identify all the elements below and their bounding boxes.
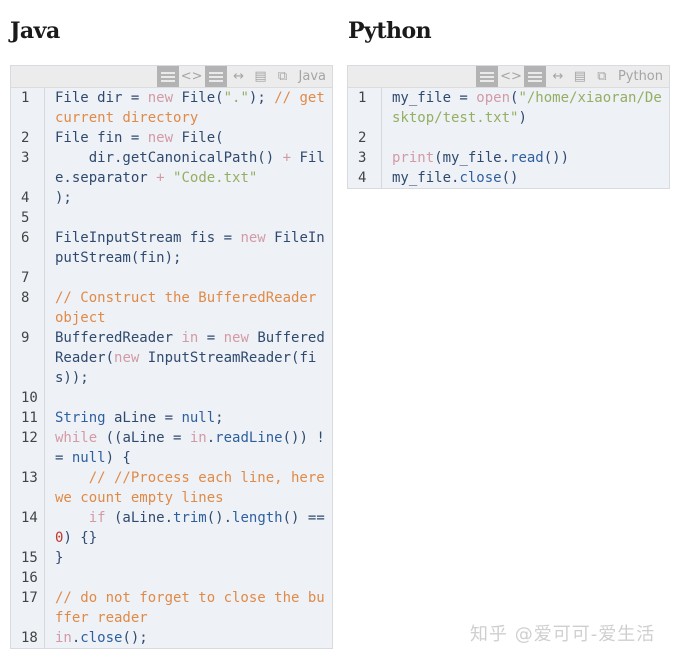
- code-line: 11 String aLine = null;: [11, 408, 332, 428]
- line-source: my_file.close(): [392, 170, 519, 186]
- code-line: 2 File fin = new File(: [11, 128, 332, 148]
- line-source: ​: [45, 208, 55, 228]
- line-source: ​: [45, 388, 55, 408]
- code-icon[interactable]: <>: [180, 69, 203, 84]
- line-source: // Construct the BufferedReader object: [55, 290, 325, 326]
- watermark: 知乎 @爱可可-爱生活: [470, 624, 656, 645]
- copy-icon[interactable]: ▤: [573, 69, 587, 84]
- line-source: dir.getCanonicalPath() + File.separator …: [55, 150, 325, 186]
- line-number: 14: [11, 508, 45, 548]
- popout-icon[interactable]: ⧉: [277, 69, 288, 84]
- code-icon[interactable]: <>: [500, 69, 522, 84]
- line-number: 3: [11, 148, 45, 188]
- copy-icon[interactable]: ▤: [254, 69, 267, 84]
- code-line: 13 // //Process each line, here we count…: [11, 468, 332, 508]
- line-number: 4: [348, 168, 382, 188]
- code-line: 8 // Construct the BufferedReader object: [11, 288, 332, 328]
- code-line: 1 my_file = open("/home/xiaoran/Desktop/t…: [348, 88, 669, 128]
- line-source: my_file = open("/home/xiaoran/Desktop/te…: [392, 90, 662, 126]
- java-heading: Java: [10, 18, 60, 44]
- line-number: 15: [11, 548, 45, 568]
- line-number: 7: [11, 268, 45, 288]
- language-label: Java: [298, 69, 326, 84]
- line-source: File fin = new File(: [55, 130, 224, 146]
- line-source: BufferedReader in = new BufferedReader(n…: [55, 330, 325, 386]
- python-toolbar: <> ↔ ▤ ⧉ Python: [348, 66, 669, 88]
- java-code: 1 File dir = new File("."); // get curren…: [11, 88, 332, 648]
- code-line: 7​: [11, 268, 332, 288]
- code-line: 6 FileInputStream fis = new FileInputStre…: [11, 228, 332, 268]
- line-number: 6: [11, 228, 45, 268]
- line-source: in.close();: [55, 630, 148, 646]
- code-line: 4);: [11, 188, 332, 208]
- line-number: 2: [11, 128, 45, 148]
- popout-icon[interactable]: ⧉: [597, 69, 607, 84]
- python-heading: Python: [348, 18, 432, 44]
- line-number: 1: [348, 88, 382, 128]
- line-source: print(my_file.read()): [392, 150, 570, 166]
- code-line: 18 in.close();: [11, 628, 332, 648]
- code-line: 10​: [11, 388, 332, 408]
- wrap-icon[interactable]: [204, 66, 227, 87]
- java-toolbar: <> ↔ ▤ ⧉ Java: [11, 66, 332, 88]
- code-line: 5​: [11, 208, 332, 228]
- wrap-icon[interactable]: [523, 66, 546, 87]
- language-label: Python: [617, 69, 663, 84]
- line-number: 10: [11, 388, 45, 408]
- line-number: 4: [11, 188, 45, 208]
- line-number: 5: [11, 208, 45, 228]
- line-number: 2: [348, 128, 382, 148]
- line-number: 8: [11, 288, 45, 328]
- code-line: 2​: [348, 128, 669, 148]
- line-source: ​: [45, 268, 55, 288]
- code-line: 1 File dir = new File("."); // get curren…: [11, 88, 332, 128]
- line-source: while ((aLine = in.readLine()) != null) …: [55, 430, 325, 466]
- line-number: 18: [11, 628, 45, 648]
- java-code-block: <> ↔ ▤ ⧉ Java 1 File dir = new File(".");…: [10, 65, 333, 649]
- view-source-icon[interactable]: [476, 66, 499, 87]
- code-line: 3 print(my_file.read()): [348, 148, 669, 168]
- line-source: String aLine = null;: [55, 410, 224, 426]
- python-code: 1 my_file = open("/home/xiaoran/Desktop/t…: [348, 88, 669, 188]
- code-line: 3 dir.getCanonicalPath() + File.separato…: [11, 148, 332, 188]
- code-line: 4 my_file.close(): [348, 168, 669, 188]
- line-number: 12: [11, 428, 45, 468]
- code-line: 14 if (aLine.trim().length() == 0) {}: [11, 508, 332, 548]
- line-source: // do not forget to close the buffer rea…: [55, 590, 325, 626]
- line-source: ​: [45, 568, 55, 588]
- view-source-icon[interactable]: [156, 66, 179, 87]
- code-line: 12 while ((aLine = in.readLine()) != null…: [11, 428, 332, 468]
- code-line: 16​: [11, 568, 332, 588]
- line-source: File dir = new File("."); // get current…: [55, 90, 334, 126]
- line-number: 3: [348, 148, 382, 168]
- code-line: 15}: [11, 548, 332, 568]
- python-code-block: <> ↔ ▤ ⧉ Python 1 my_file = open("/home/x…: [347, 65, 670, 189]
- line-number: 9: [11, 328, 45, 388]
- line-source: }: [55, 550, 64, 566]
- line-number: 17: [11, 588, 45, 628]
- code-line: 17 // do not forget to close the buffer r…: [11, 588, 332, 628]
- expand-icon[interactable]: ↔: [552, 69, 564, 84]
- line-number: 11: [11, 408, 45, 428]
- line-number: 16: [11, 568, 45, 588]
- line-source: );: [55, 190, 72, 206]
- line-number: 1: [11, 88, 45, 128]
- line-source: // //Process each line, here we count em…: [55, 470, 334, 506]
- line-source: if (aLine.trim().length() == 0) {}: [55, 510, 334, 546]
- expand-icon[interactable]: ↔: [233, 69, 244, 84]
- line-number: 13: [11, 468, 45, 508]
- line-source: FileInputStream fis = new FileInputStrea…: [55, 230, 325, 266]
- line-source: ​: [382, 128, 392, 148]
